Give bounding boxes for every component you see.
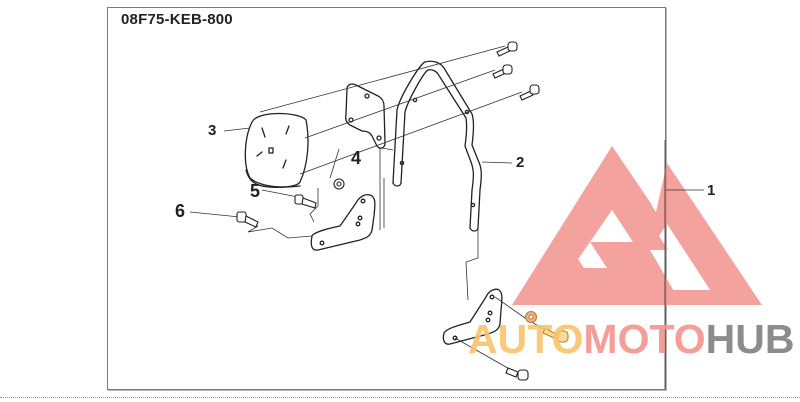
bolt-top-1 xyxy=(496,41,518,57)
diagram-frame xyxy=(107,7,666,390)
bolt-top-2 xyxy=(492,64,513,79)
callout-1: 1 xyxy=(707,182,716,199)
callout-4: 4 xyxy=(351,148,362,168)
left-bracket xyxy=(310,194,376,251)
bolt-top-3 xyxy=(519,84,540,101)
part-code-label: 08F75-KEB-800 xyxy=(121,11,233,28)
callout-5: 5 xyxy=(250,181,261,201)
washer-4 xyxy=(333,178,345,190)
bolt-right xyxy=(542,327,569,343)
backrest-frame xyxy=(392,60,482,232)
callout-2: 2 xyxy=(516,154,525,171)
callout-3: 3 xyxy=(208,122,217,139)
watermark-auto: AUTO xyxy=(468,316,584,362)
bolt-bottom xyxy=(505,367,529,381)
watermark-text: AUTOMOTOHUB xyxy=(468,316,795,363)
bolt-5 xyxy=(294,194,317,209)
bolt-6 xyxy=(236,211,259,228)
washer-right xyxy=(524,310,538,324)
right-bracket xyxy=(442,288,503,345)
bottom-divider xyxy=(0,397,800,398)
watermark-moto: MOTO xyxy=(583,316,706,362)
backrest-pad xyxy=(244,112,309,189)
watermark-hub: HUB xyxy=(705,316,795,362)
triangle-logo-icon xyxy=(512,146,762,305)
callout-6: 6 xyxy=(175,201,186,221)
